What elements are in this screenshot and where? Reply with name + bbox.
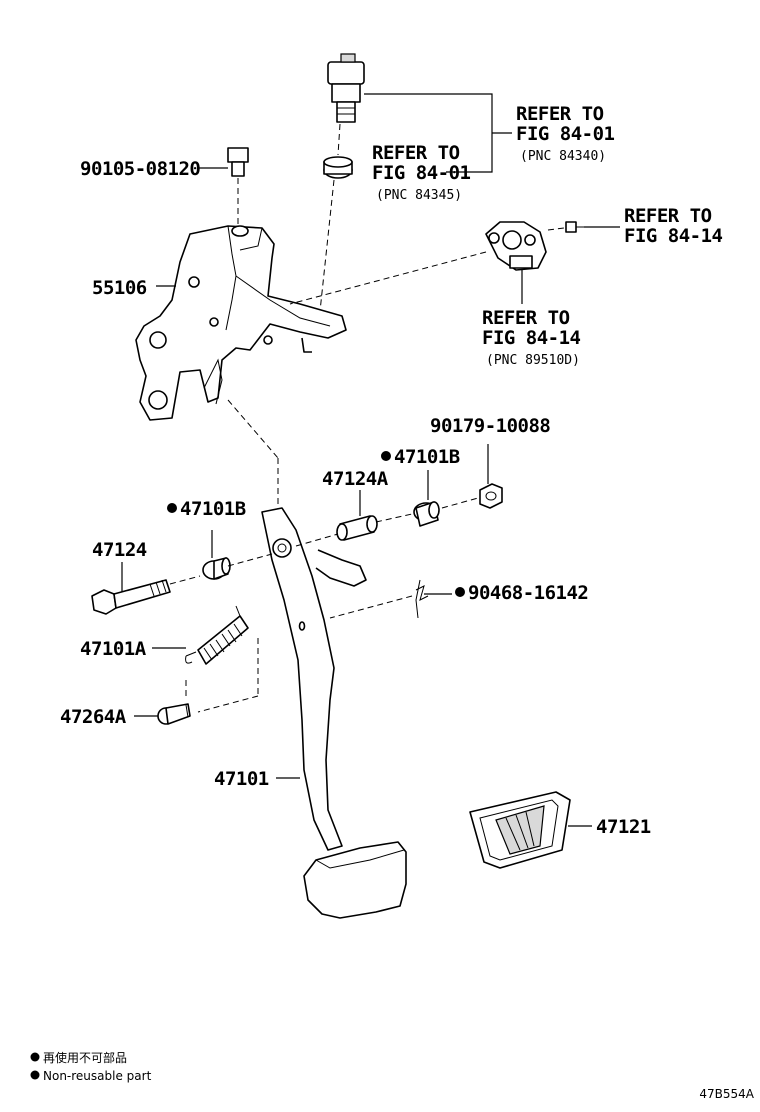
label-refer-switch-1: REFER TO [516, 103, 604, 125]
clip-90468 [415, 579, 429, 619]
label-refer-cushion-pnc: (PNC 84345) [376, 188, 462, 203]
label-refer-screw-2: FIG 84-14 [624, 225, 723, 247]
legend-japanese: 再使用不可部品 [43, 1050, 127, 1065]
bush-47101B-right [413, 501, 440, 527]
switch-cushion [323, 156, 353, 179]
label-refer-cushion-1: REFER TO [372, 142, 460, 164]
label-90105-08120: 90105-08120 [80, 158, 200, 180]
label-47101A: 47101A [80, 638, 147, 660]
label-refer-screw-1: REFER TO [624, 205, 712, 227]
non-reusable-dot [167, 503, 177, 513]
label-47124A: 47124A [322, 468, 389, 490]
label-90179-10088: 90179-10088 [430, 415, 550, 437]
label-refer-sensor-2: FIG 84-14 [482, 327, 581, 349]
label-90468-16142: 90468-16142 [468, 582, 588, 604]
brake-pedal-arm-47101 [261, 507, 367, 851]
label-refer-sensor-1: REFER TO [482, 307, 570, 329]
label-55106: 55106 [92, 277, 147, 299]
collar-47124A [336, 515, 378, 541]
bush-47101B-left [202, 557, 231, 580]
label-47121: 47121 [596, 816, 651, 838]
sensor-screw [565, 221, 584, 233]
pivot-bolt-47124 [91, 579, 171, 615]
return-spring-47101A [185, 605, 249, 665]
label-refer-sensor-pnc: (PNC 89510D) [486, 353, 580, 368]
diagram-code: 47B554A [699, 1087, 754, 1101]
label-47124: 47124 [92, 539, 147, 561]
legend-dot-2 [30, 1070, 40, 1080]
label-47101B-right: 47101B [394, 446, 460, 468]
label-47101B-left: 47101B [180, 498, 246, 520]
nut-90179 [479, 483, 503, 509]
non-reusable-dot [455, 587, 465, 597]
bolt-90105 [227, 147, 249, 177]
bracket-55106 [135, 225, 347, 421]
label-refer-cushion-2: FIG 84-01 [372, 162, 471, 184]
pedal-pad-mount [303, 841, 407, 919]
label-47101: 47101 [214, 768, 269, 790]
pin-47264A [157, 703, 191, 725]
pedal-sensor [485, 221, 547, 271]
legend-dot-1 [30, 1052, 40, 1062]
legend-english: Non-reusable part [43, 1069, 152, 1083]
pedal-pad-47121 [469, 791, 571, 869]
label-refer-switch-pnc: (PNC 84340) [520, 149, 606, 164]
non-reusable-dot [381, 451, 391, 461]
stop-lamp-switch [327, 53, 365, 123]
label-47264A: 47264A [60, 706, 127, 728]
label-refer-switch-2: FIG 84-01 [516, 123, 615, 145]
